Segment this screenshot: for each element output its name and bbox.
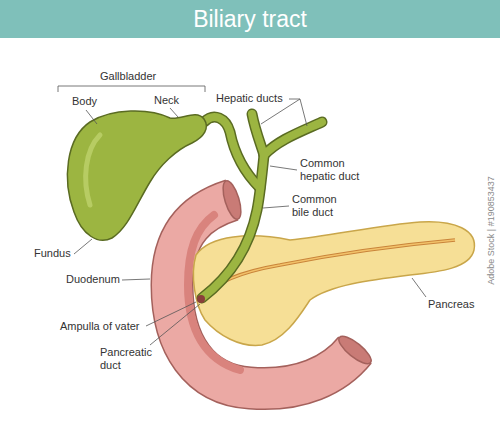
part-label: Ampulla of vater: [60, 320, 139, 333]
part-label: Gallbladder: [100, 70, 156, 83]
title: Biliary tract: [0, 0, 500, 38]
part-label: Pancreas: [428, 298, 474, 311]
pancreas-shape: [193, 222, 474, 346]
part-label: Body: [72, 95, 97, 108]
watermark: Adobe Stock | #190853437: [486, 176, 497, 284]
part-label: Hepatic ducts: [216, 92, 283, 105]
part-label: Common hepatic duct: [300, 157, 372, 183]
duodenum-end: [335, 332, 375, 368]
part-label: Neck: [154, 94, 179, 107]
gallbladder-highlight: [86, 135, 100, 205]
header-band: [0, 0, 500, 38]
part-label: Common bile duct: [292, 193, 352, 219]
part-label: Pancreatic duct: [100, 346, 162, 372]
leader-lines: [58, 86, 426, 345]
part-label: Duodenum: [66, 273, 120, 286]
gallbladder-shape: [67, 111, 206, 240]
ampulla-dot: [197, 295, 205, 303]
duodenum-end: [219, 179, 244, 221]
part-label: Fundus: [34, 247, 71, 260]
